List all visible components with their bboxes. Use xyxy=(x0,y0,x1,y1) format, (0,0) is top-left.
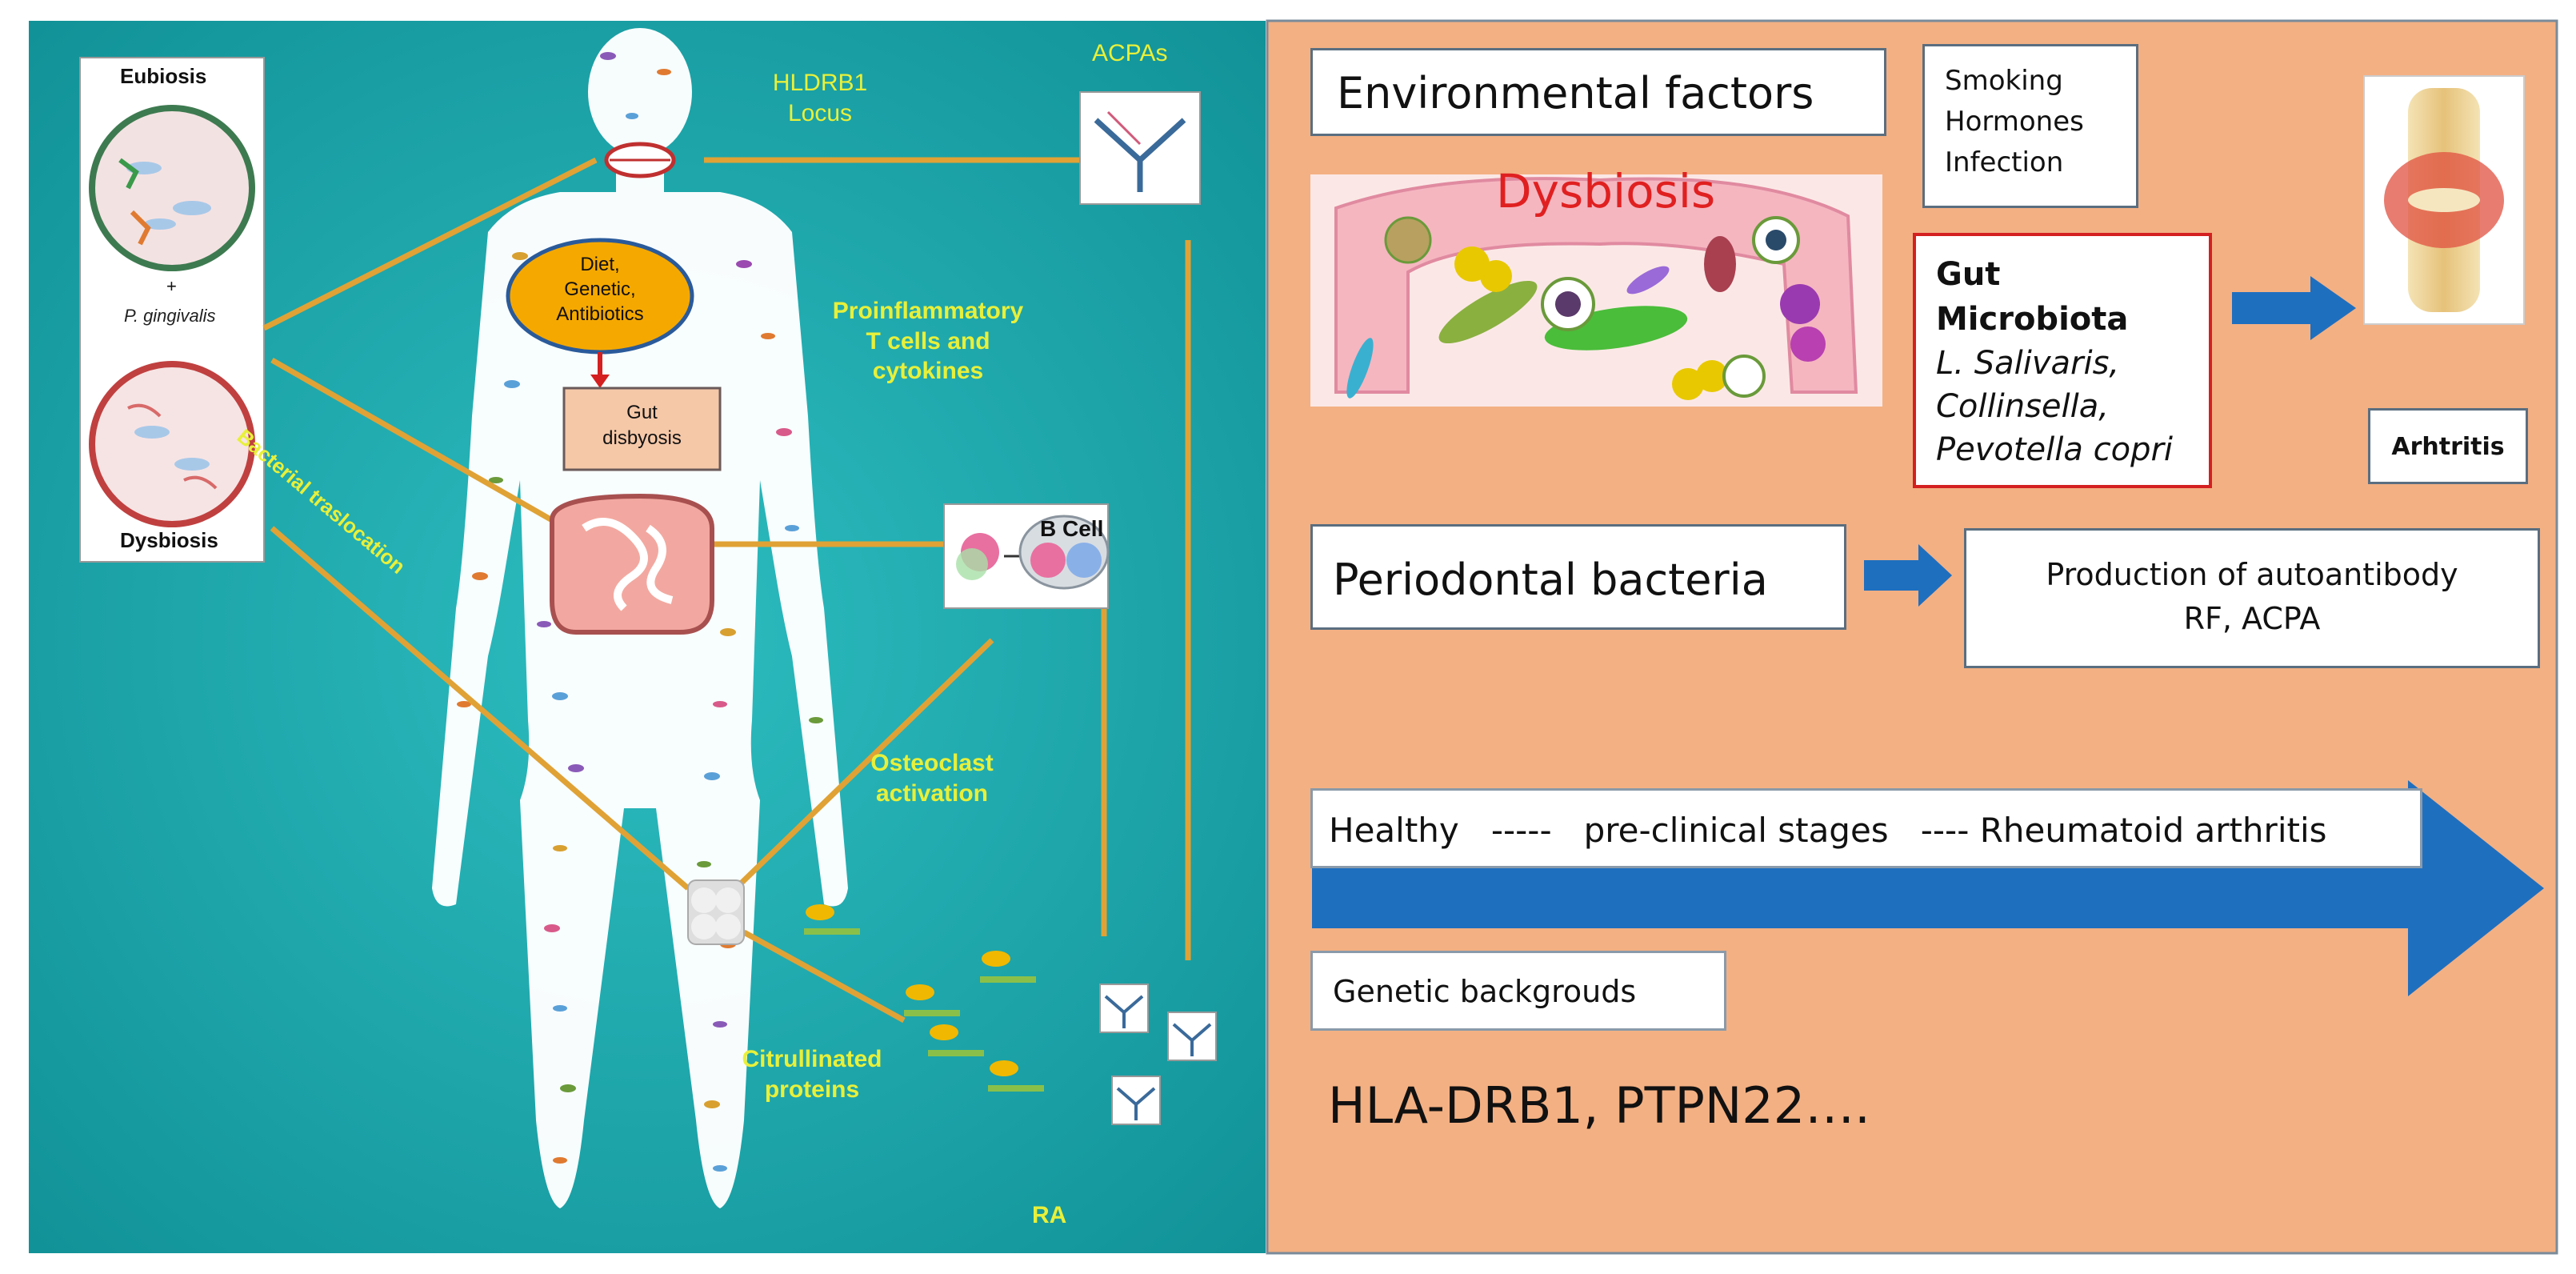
genetic-backgrounds-box: Genetic backgrouds xyxy=(1310,951,1726,1031)
autoantibody-line1: Production of autoantibody xyxy=(2046,557,2458,592)
environmental-factors-list-box: Smoking Hormones Infection xyxy=(1922,44,2138,208)
gut-line2: disbyosis xyxy=(602,427,682,450)
plus-label: + xyxy=(166,276,177,296)
connector-lines xyxy=(262,157,1191,1024)
environmental-factors-label: Environmental factors xyxy=(1337,68,1814,118)
proinflammatory-label: Proinflammatory T cells and cytokines xyxy=(808,296,1048,387)
eubiosis-label: Eubiosis xyxy=(120,64,207,88)
pathogen-label: P. gingivalis xyxy=(124,306,216,326)
arthritis-label: Arhtritis xyxy=(2391,433,2505,461)
hldrb1-line1: HLDRB1 xyxy=(772,70,868,96)
factor-hormones: Hormones xyxy=(1945,106,2084,138)
ra-label: RA xyxy=(1032,1202,1067,1228)
periodontal-bacteria-label: Periodontal bacteria xyxy=(1333,555,1768,605)
dysbiosis-gut-image xyxy=(1310,174,1882,407)
citrullinated-protein-markers xyxy=(804,904,1044,1092)
small-antibody-icons xyxy=(1099,984,1217,1125)
body-bacteria-pattern xyxy=(457,52,823,1172)
arthritis-label-box: Arhtritis xyxy=(2368,408,2528,484)
dysbiosis-label: Dysbiosis xyxy=(120,528,218,552)
genes-label: HLA-DRB1, PTPN22…. xyxy=(1328,1076,1870,1135)
gut-disbyosis-label: Gut disbyosis xyxy=(564,400,720,452)
hldrb1-label: HLDRB1 Locus xyxy=(732,68,908,128)
arthritis-joint-image xyxy=(2363,75,2525,325)
osteoclast-label: Osteoclast activation xyxy=(832,748,1032,808)
gut-microbiota-title: Gut Microbiota xyxy=(1936,256,2129,338)
knee-joint-icon xyxy=(687,879,745,945)
gut-microbiota-species-2: Collinsella, xyxy=(1936,388,2109,425)
intestine-icon xyxy=(550,493,714,635)
autoantibody-box: Production of autoantibody RF, ACPA xyxy=(1964,528,2540,668)
genetic-backgrounds-label: Genetic backgrouds xyxy=(1333,974,1637,1009)
gut-microbiota-species-3: Pevotella copri xyxy=(1936,431,2174,468)
acpas-label: ACPAs xyxy=(1092,40,1168,66)
citrullinated-line2: proteins xyxy=(764,1076,860,1103)
diet-line1: Diet, xyxy=(580,254,620,275)
citrullinated-line1: Citrullinated xyxy=(742,1046,882,1072)
b-cell-label: B Cell xyxy=(1040,516,1104,541)
dysbiosis-circle-icon xyxy=(89,361,255,527)
mouth-icon xyxy=(604,142,676,178)
autoantibody-line2: RF, ACPA xyxy=(2183,601,2321,637)
gut-microbiota-species-1: L. Salivaris, xyxy=(1936,345,2120,382)
proinflammatory-line2: T cells and xyxy=(866,327,990,355)
proinflammatory-line1: Proinflammatory xyxy=(832,298,1024,324)
eubiosis-circle-icon xyxy=(89,105,255,271)
factors-list: Smoking Hormones Infection xyxy=(1945,61,2084,183)
diet-line2: Genetic, xyxy=(564,278,636,301)
disease-stages-box: Healthy ----- pre-clinical stages ---- R… xyxy=(1310,788,2422,868)
hldrb1-line2: Locus xyxy=(787,99,853,126)
autoantibody-text: Production of autoantibody RF, ACPA xyxy=(1966,553,2538,641)
arrow-to-arthritis xyxy=(2232,276,2356,340)
diet-oval-label: Diet, Genetic, Antibiotics xyxy=(524,252,676,327)
arrow-to-autoantibody xyxy=(1864,544,1952,607)
citrullinated-label: Citrullinated proteins xyxy=(720,1044,904,1104)
diet-line3: Antibiotics xyxy=(556,303,644,326)
factor-infection: Infection xyxy=(1945,146,2064,178)
proinflammatory-line3: cytokines xyxy=(872,358,984,384)
gut-disbyosis-box xyxy=(562,387,722,471)
gut-line1: Gut xyxy=(626,402,658,423)
factor-smoking: Smoking xyxy=(1945,65,2063,97)
environmental-factors-box: Environmental factors xyxy=(1310,48,1886,136)
disease-stages-text: Healthy ----- pre-clinical stages ---- R… xyxy=(1329,811,2327,850)
gut-microbiota-text: Gut Microbiota L. Salivaris, Collinsella… xyxy=(1936,252,2200,471)
osteoclast-line1: Osteoclast xyxy=(870,750,994,776)
periodontal-bacteria-box: Periodontal bacteria xyxy=(1310,524,1846,630)
dysbiosis-image-title: Dysbiosis xyxy=(1496,164,1716,218)
osteoclast-line2: activation xyxy=(875,779,989,807)
gut-microbiota-box xyxy=(1913,233,2212,488)
